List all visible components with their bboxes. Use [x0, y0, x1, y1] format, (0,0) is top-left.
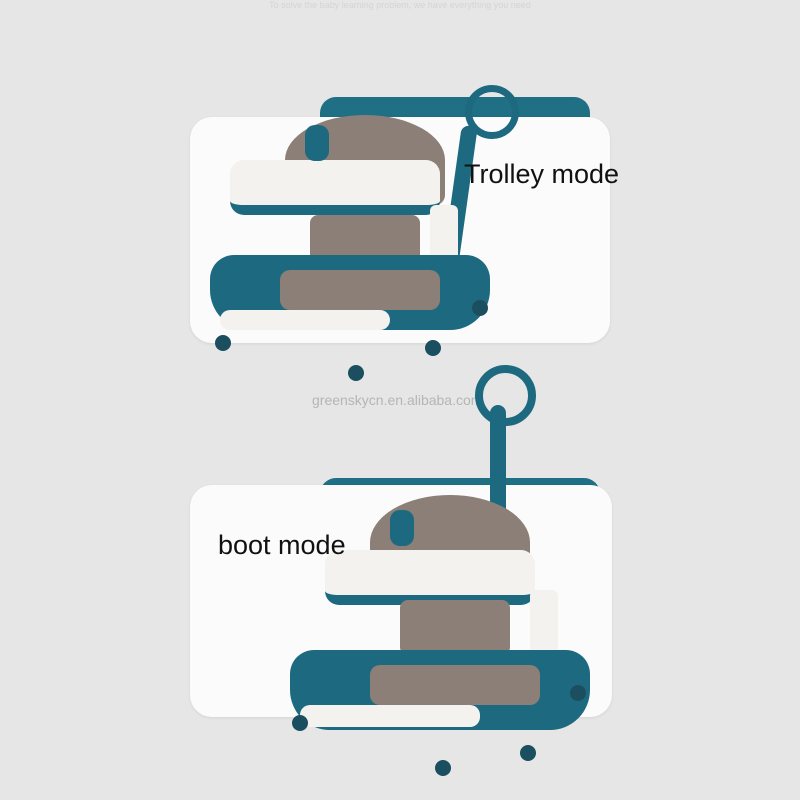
tagline: To solve the baby learning problem, we h…	[269, 0, 531, 10]
watermark: greenskycn.en.alibaba.com	[312, 392, 483, 408]
boot-mode-label: boot mode	[218, 530, 346, 560]
walker-boot-image	[290, 365, 590, 785]
walker-trolley-image	[200, 85, 519, 385]
trolley-mode-label: Trolley mode	[464, 159, 620, 189]
